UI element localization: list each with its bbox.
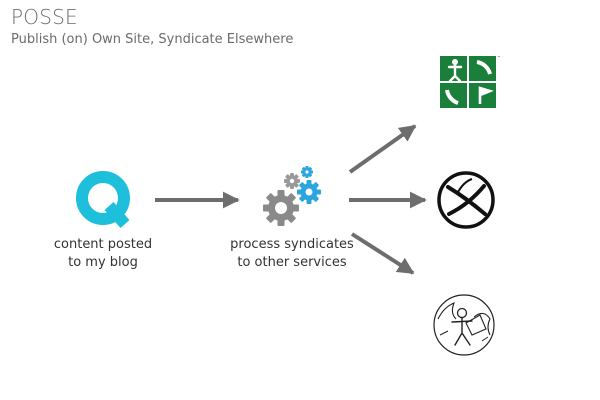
geocaching-circle-logo-icon (437, 171, 495, 229)
gears-icon (263, 166, 321, 226)
geocaching-logo-icon: ™ (440, 55, 501, 108)
diagram-title: POSSE (11, 5, 78, 29)
sketch-person-icon (433, 294, 495, 356)
process-caption: process syndicates to other services (230, 237, 354, 270)
blog-caption: content posted to my blog (53, 237, 153, 270)
arrow-process-to-target-1 (348, 124, 417, 174)
svg-text:™: ™ (497, 55, 501, 60)
q-blog-icon (76, 171, 130, 228)
arrow-process-to-target-3 (350, 232, 415, 275)
diagram-subtitle: Publish (on) Own Site, Syndicate Elsewhe… (11, 32, 294, 47)
